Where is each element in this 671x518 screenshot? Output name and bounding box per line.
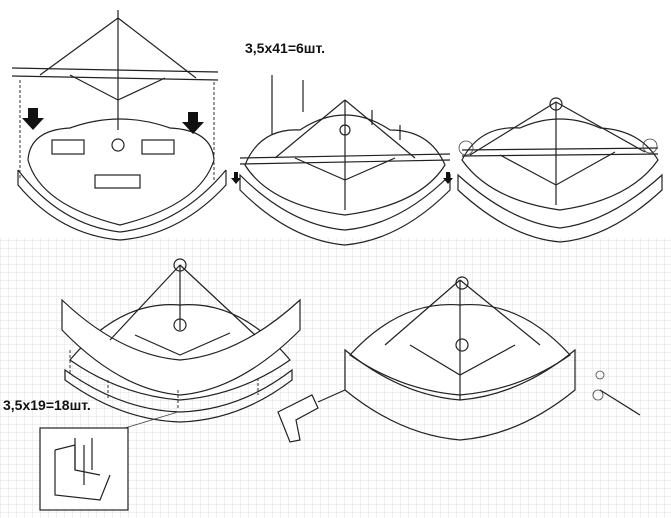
- down-arrow-icon: [22, 108, 44, 130]
- step1-tub-with-frame: [11, 10, 227, 241]
- step5-tub-with-drill: [277, 276, 641, 443]
- step2-tub-with-frame: [231, 75, 453, 246]
- screw-spec-bottom-label: 3,5x19=18шт.: [3, 397, 91, 413]
- down-arrow-icon: [182, 112, 204, 134]
- drill-icon: [277, 389, 346, 443]
- step3-tub-with-frame: [457, 97, 663, 243]
- small-arrow-icon: [231, 172, 241, 184]
- small-arrow-icon: [443, 172, 453, 184]
- screw-spec-top-label: 3,5x41=6шт.: [245, 40, 325, 56]
- step4-tub-with-apron: [39, 258, 301, 511]
